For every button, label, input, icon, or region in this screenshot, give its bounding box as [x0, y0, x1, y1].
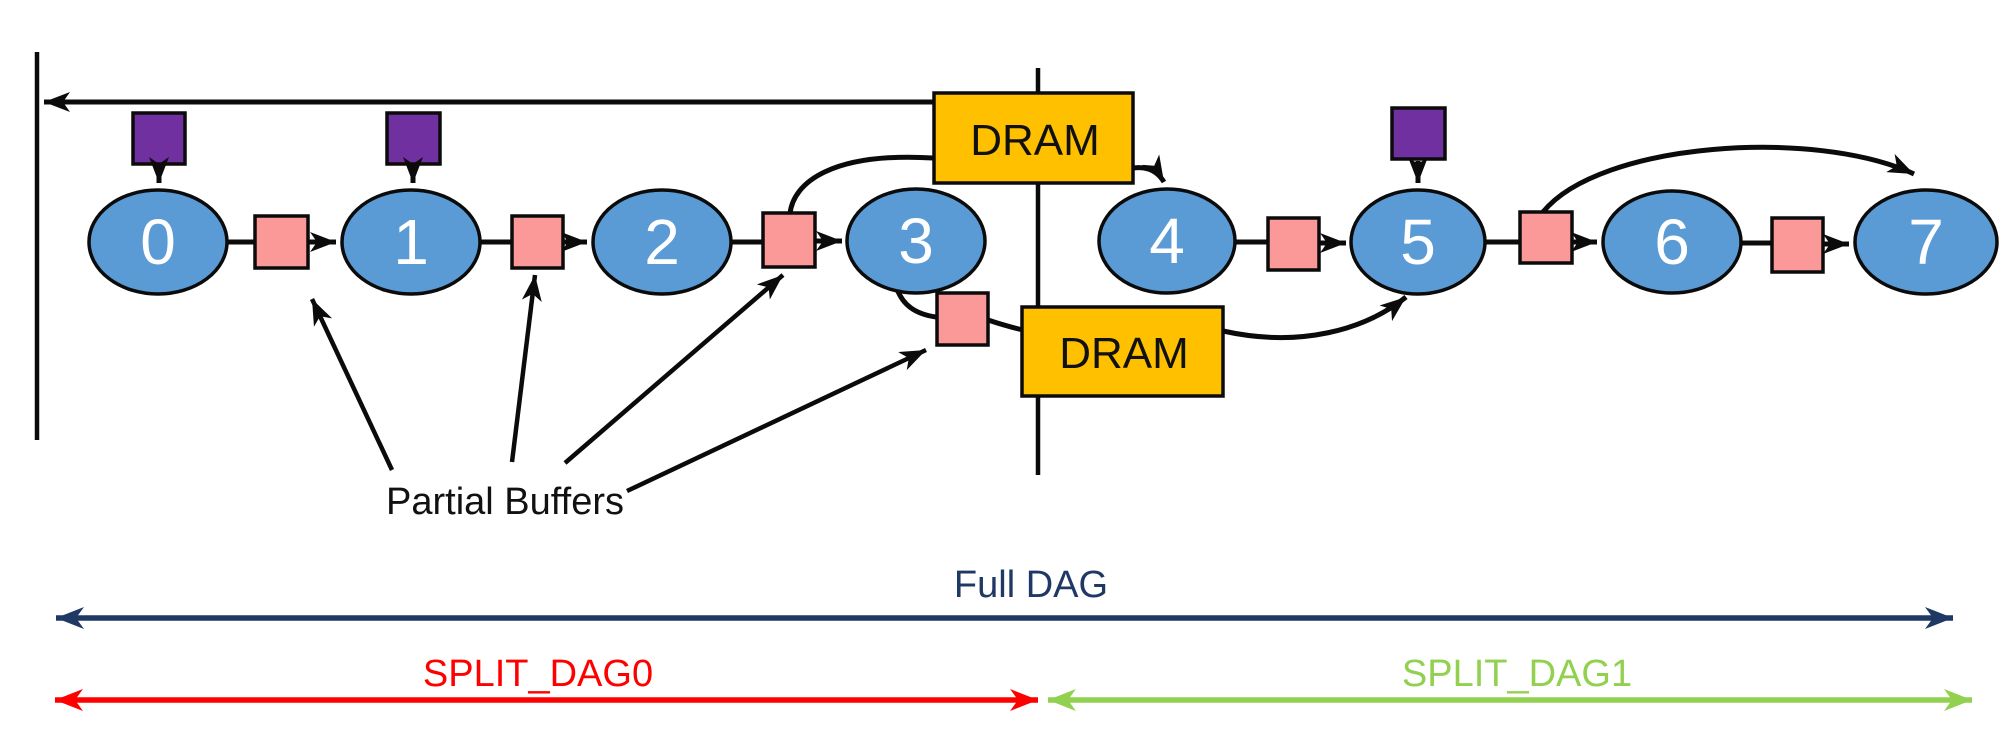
buffer-12	[510, 214, 565, 270]
buffer-3-spill	[935, 291, 990, 347]
dag-node-0-label: 0	[140, 206, 176, 278]
dag-node-4	[1097, 187, 1237, 295]
input-square-node1	[385, 111, 442, 166]
dag-node-4-label: 4	[1149, 205, 1185, 277]
dram-top-box	[932, 91, 1135, 185]
dag-node-2-label: 2	[644, 206, 680, 278]
split-dag1-span: SPLIT_DAG1	[1048, 653, 1972, 711]
dag-node-1	[340, 188, 482, 296]
edge-buffer23-to-dram-top	[787, 154, 934, 215]
dag-node-6-label: 6	[1654, 206, 1690, 278]
arrow-dram-top-to-node4	[1132, 154, 1167, 184]
pointer-to-buffer3-spill	[626, 347, 927, 494]
dag-node-6	[1601, 189, 1743, 295]
input-square-node0	[131, 111, 187, 166]
full-dag-label: Full DAG	[954, 564, 1108, 606]
dag-node-7-label: 7	[1908, 206, 1944, 278]
split-dag0-span: SPLIT_DAG0	[55, 653, 1038, 711]
dag-node-1-label: 1	[393, 206, 429, 278]
dag-node-5-label: 5	[1400, 206, 1436, 278]
buffer-01	[253, 214, 310, 270]
buffer-45	[1266, 216, 1321, 272]
split-dag0-label: SPLIT_DAG0	[423, 653, 653, 695]
edge-spill-buffer-to-dram-bottom	[987, 317, 1024, 333]
dram-top-label: DRAM	[970, 116, 1100, 165]
arrow-dram-bottom-to-node5	[1222, 295, 1408, 341]
dag-node-3	[845, 187, 987, 295]
full-dag-span: Full DAG	[56, 564, 1953, 629]
buffer-23	[761, 211, 817, 269]
split-dag1-label: SPLIT_DAG1	[1402, 653, 1632, 695]
pointer-to-buffer12	[509, 274, 542, 463]
arrow-buffer56-to-node7	[1541, 144, 1916, 214]
dag-node-5	[1349, 188, 1487, 296]
dram-bottom-box	[1020, 305, 1225, 398]
input-square-node5	[1390, 106, 1447, 161]
pointer-to-buffer23	[563, 273, 785, 465]
dag-node-2	[591, 188, 733, 296]
dag-node-0	[87, 188, 229, 296]
buffer-56	[1518, 210, 1574, 265]
dram-bottom-label: DRAM	[1059, 329, 1189, 378]
pointer-to-buffer01	[309, 298, 395, 471]
buffer-67	[1770, 216, 1825, 274]
partial-buffers-label: Partial Buffers	[386, 481, 624, 523]
dag-node-3-label: 3	[898, 205, 934, 277]
dag-node-7	[1853, 188, 1999, 296]
